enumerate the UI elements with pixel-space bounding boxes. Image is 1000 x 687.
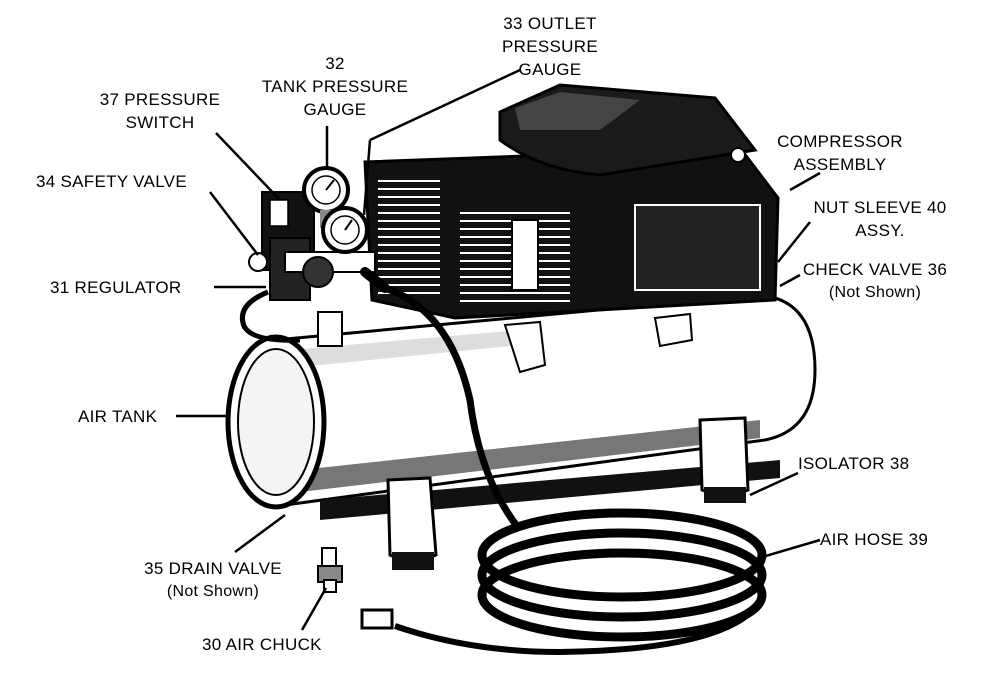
label-check-valve: CHECK VALVE 36 (Not Shown) (802, 260, 948, 301)
label-air-hose: AIR HOSE 39 (820, 530, 929, 549)
compressor-assembly (363, 83, 780, 374)
controls-cluster (248, 166, 390, 347)
leader-lines (176, 68, 821, 631)
label-safety-valve: 34 SAFETY VALVE (36, 172, 187, 191)
label-regulator: 31 REGULATOR (50, 278, 182, 297)
label-tank-gauge: 32 TANK PRESSURE GAUGE (261, 54, 409, 119)
label-compressor: COMPRESSOR ASSEMBLY (777, 132, 903, 174)
label-drain-valve: 35 DRAIN VALVE (Not Shown) (144, 559, 282, 600)
base-frame (320, 416, 780, 570)
label-air-tank: AIR TANK (78, 407, 158, 426)
label-air-chuck: 30 AIR CHUCK (202, 635, 322, 654)
label-isolator: ISOLATOR 38 (798, 454, 910, 473)
air-hose (240, 284, 767, 656)
label-outlet-gauge: 33 OUTLET PRESSURE GAUGE (502, 14, 598, 79)
label-pressure-switch: 37 PRESSURE SWITCH (99, 90, 221, 132)
label-nut-sleeve: NUT SLEEVE 40 ASSY. (813, 198, 947, 240)
air-chuck (317, 547, 343, 593)
air-tank (225, 293, 817, 510)
